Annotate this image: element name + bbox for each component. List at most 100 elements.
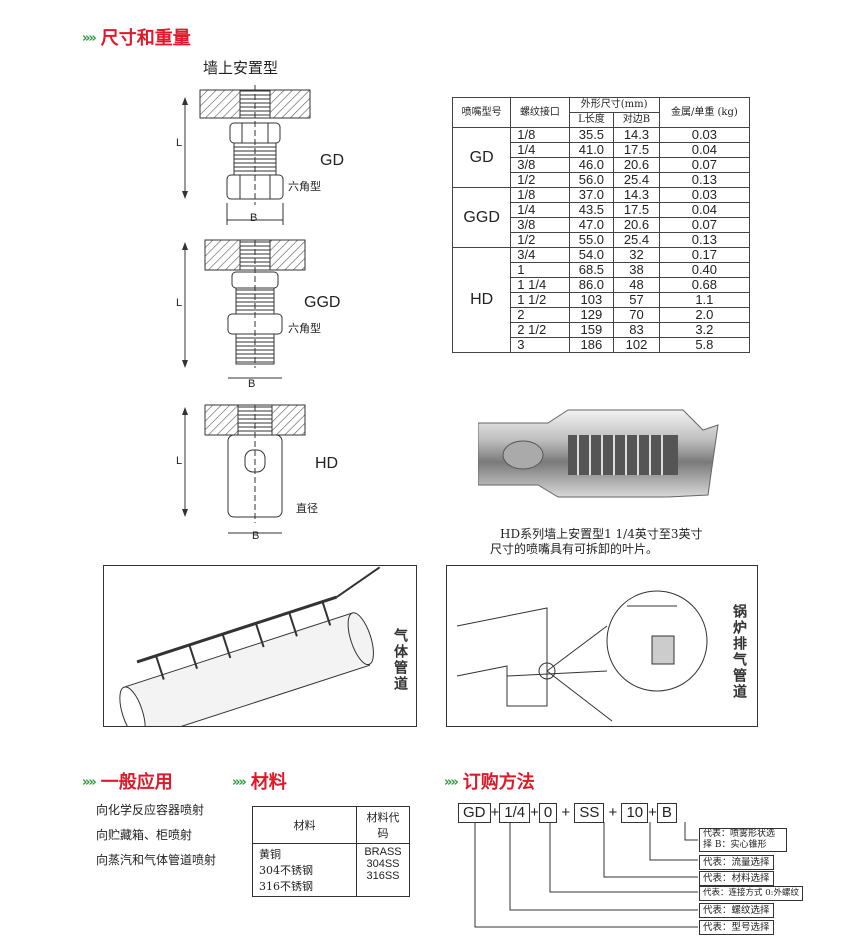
hd-drawing (182, 404, 306, 534)
material-item: 316不锈钢 (259, 880, 313, 893)
spec-table: 喷嘴型号 螺纹接口 外形尺寸(mm) 金属/单重 (kg) L长度 对边B GD… (451, 97, 751, 353)
spec-L-cell: 41.0 (568, 142, 615, 158)
spec-thread-cell: 1/2 (510, 232, 570, 248)
material-item: 黄铜 (259, 848, 281, 861)
order-label-model: 代表：型号选择 (699, 920, 774, 935)
spec-model-cell: GD (451, 127, 512, 188)
spec-B-cell: 38 (613, 262, 660, 278)
spec-thread-cell: 3/4 (510, 247, 570, 263)
spec-w-cell: 0.13 (658, 172, 751, 188)
section-title-dimensions: »»尺寸和重量 (82, 28, 191, 49)
material-codes: BRASS 304SS 316SS (356, 843, 410, 897)
spec-thread-cell: 3/8 (510, 157, 570, 173)
spec-w-cell: 0.03 (658, 127, 751, 143)
spec-L-cell: 103 (568, 292, 615, 308)
spec-L-cell: 54.0 (568, 247, 615, 263)
spec-w-cell: 0.40 (658, 262, 751, 278)
spec-L-cell: 159 (568, 322, 615, 338)
gd-model-label: GD (320, 152, 344, 169)
section-title-ordering: »»订购方法 (444, 772, 535, 793)
hd-b-label: B (252, 530, 260, 542)
gd-hex-note: 六角型 (288, 180, 321, 193)
spec-thread-cell: 1 (510, 262, 570, 278)
spec-model-cell: HD (451, 247, 512, 353)
spec-w-cell: 0.07 (658, 157, 751, 173)
spec-B-cell: 83 (613, 322, 660, 338)
ggd-b-label: B (248, 378, 256, 390)
order-code-pattern: B (656, 803, 677, 823)
gd-l-label: L (176, 137, 183, 149)
spec-B-cell: 17.5 (613, 142, 660, 158)
spec-B-cell: 25.4 (613, 232, 660, 248)
spec-L-cell: 37.0 (568, 187, 615, 203)
photo-caption-line2: 尺寸的喷嘴具有可拆卸的叶片。 (490, 542, 659, 556)
spec-thread-cell: 2 (510, 307, 570, 323)
spec-w-cell: 2.0 (658, 307, 751, 323)
order-label-material: 代表：材料选择 (699, 871, 774, 886)
spec-w-cell: 0.04 (658, 202, 751, 218)
th-model: 喷嘴型号 (451, 97, 512, 128)
spec-thread-cell: 1 1/2 (510, 292, 570, 308)
material-code: BRASS (364, 846, 402, 858)
order-code-flow: 10 (621, 803, 649, 823)
spec-B-cell: 48 (613, 277, 660, 293)
spec-w-cell: 5.8 (658, 337, 751, 353)
order-label-pattern: 代表：喷雾形状选择 B：实心锥形 (699, 828, 787, 852)
gd-drawing (182, 85, 311, 225)
boiler-exhaust-label: 锅炉排气管道 (731, 604, 747, 700)
spec-B-cell: 25.4 (613, 172, 660, 188)
material-code: 316SS (366, 870, 400, 882)
th-dims: 外形尺寸(mm) (568, 97, 660, 113)
subtitle-wall-mount: 墙上安置型 (203, 59, 279, 77)
spec-thread-cell: 1/4 (510, 202, 570, 218)
spec-thread-cell: 1/8 (510, 187, 570, 203)
spec-w-cell: 1.1 (658, 292, 751, 308)
hd-diameter-note: 直径 (296, 502, 318, 515)
spec-L-cell: 56.0 (568, 172, 615, 188)
spec-thread-cell: 1/2 (510, 172, 570, 188)
ggd-hex-note: 六角型 (288, 322, 321, 335)
order-label-thread: 代表：螺纹选择 (699, 903, 774, 918)
application-item-3: 向蒸汽和气体管道喷射 (96, 853, 217, 867)
hd-model-label: HD (315, 455, 339, 472)
th-across-flats: 对边B (613, 112, 660, 128)
spec-B-cell: 20.6 (613, 157, 660, 173)
spec-L-cell: 129 (568, 307, 615, 323)
spec-w-cell: 0.17 (658, 247, 751, 263)
spec-B-cell: 102 (613, 337, 660, 353)
spec-L-cell: 86.0 (568, 277, 615, 293)
order-code-model: GD (458, 803, 491, 823)
materials-table: 材料 材料代码 黄铜 304不锈钢 316不锈钢 BRASS 304SS 316… (252, 806, 410, 897)
order-code-thread: 1/4 (499, 803, 531, 823)
spec-w-cell: 0.04 (658, 142, 751, 158)
ggd-drawing (182, 239, 306, 379)
spec-w-cell: 0.68 (658, 277, 751, 293)
materials-header: 材料 (252, 806, 357, 844)
boiler-exhaust-drawing (456, 590, 708, 722)
order-label-connection: 代表：连接方式 0:外螺纹 (699, 886, 803, 901)
spec-B-cell: 14.3 (613, 187, 660, 203)
spec-thread-cell: 1/8 (510, 127, 570, 143)
ggd-l-label: L (176, 297, 183, 309)
spec-B-cell: 32 (613, 247, 660, 263)
spec-B-cell: 17.5 (613, 202, 660, 218)
spec-model-cell: GGD (451, 187, 512, 248)
material-item: 304不锈钢 (259, 864, 313, 877)
section-title-applications: »»一般应用 (82, 772, 173, 793)
order-code-connection: 0 (538, 803, 558, 823)
hd-nozzle-photo (478, 409, 719, 498)
order-code-material: SS (574, 803, 605, 823)
spec-L-cell: 47.0 (568, 217, 615, 233)
spec-B-cell: 20.6 (613, 217, 660, 233)
th-thread: 螺纹接口 (510, 97, 570, 128)
spec-L-cell: 186 (568, 337, 615, 353)
